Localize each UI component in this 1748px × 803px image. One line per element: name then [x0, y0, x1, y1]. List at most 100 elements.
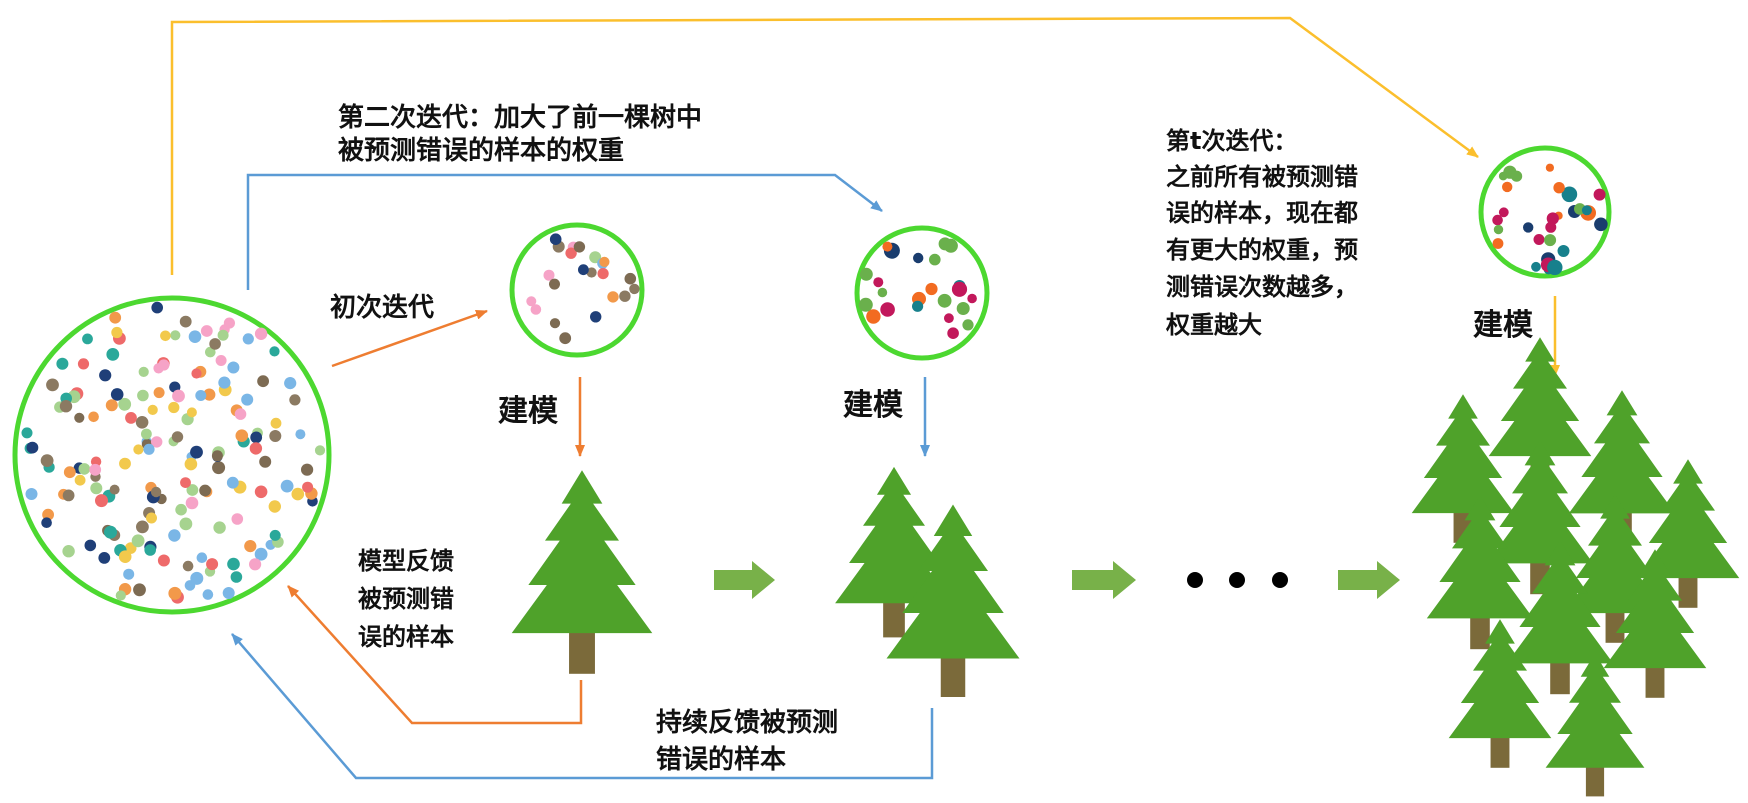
sample-dot	[956, 302, 970, 315]
sample-dot	[629, 283, 640, 295]
sample-dot	[1594, 217, 1608, 232]
sample-dot	[56, 357, 69, 370]
sample-dot	[195, 390, 207, 401]
forest-group	[1411, 337, 1740, 797]
sample-circle-second	[854, 225, 990, 361]
sample-dot	[133, 444, 144, 455]
sample-dot	[223, 317, 235, 329]
sample-dot	[289, 394, 301, 406]
sample-dot	[106, 348, 120, 361]
sample-dot	[168, 586, 182, 600]
sample-dot	[257, 375, 269, 388]
label-continuous-feedback-1: 持续反馈被预测	[656, 708, 839, 738]
sample-dot	[880, 302, 895, 317]
sample-dot	[866, 309, 881, 324]
sample-dot	[254, 547, 268, 561]
pine-tree-icon	[1411, 394, 1515, 543]
sample-dot	[967, 293, 977, 304]
pine-tree-icon	[886, 504, 1020, 697]
sample-dot	[549, 233, 562, 245]
sample-dot	[962, 319, 974, 331]
sample-dot	[314, 445, 326, 456]
sample-dot	[82, 333, 93, 345]
sample-dot	[624, 272, 637, 285]
sample-dot	[280, 479, 294, 493]
sample-dot	[21, 427, 33, 439]
sample-circle-initial	[509, 222, 645, 358]
sample-dot	[158, 359, 170, 371]
sample-dot	[179, 315, 192, 328]
orange-feedback-arrow	[287, 585, 583, 725]
sample-dot	[41, 517, 52, 528]
sample-dot	[1547, 259, 1563, 276]
sample-dot	[109, 311, 122, 324]
sample-dot	[151, 301, 163, 314]
sample-dot	[160, 330, 171, 342]
sample-dot	[937, 293, 952, 308]
block-arrow-3	[1338, 561, 1400, 599]
label-second-iteration-2: 被预测错误的样本的权重	[338, 136, 625, 166]
sample-dot	[947, 327, 959, 340]
sample-dot	[1593, 188, 1606, 201]
sample-dot	[118, 550, 132, 563]
sample-circle-t	[1478, 145, 1612, 279]
sample-dot	[209, 338, 221, 350]
sample-dot	[270, 417, 282, 429]
sample-dot	[607, 291, 619, 303]
sample-dot	[179, 517, 193, 531]
label-t-iteration-2: 误的样本，现在都	[1166, 199, 1358, 227]
sample-dot	[597, 268, 609, 280]
sample-dot	[150, 486, 162, 498]
sample-dot	[858, 297, 873, 312]
sample-dot	[202, 589, 214, 600]
sample-dot	[284, 377, 297, 390]
sample-dot	[590, 311, 602, 323]
sample-dot	[133, 583, 146, 597]
sample-dot	[186, 407, 197, 418]
sample-dot	[119, 457, 131, 470]
sample-dot	[143, 443, 155, 455]
sample-dot	[141, 428, 152, 440]
pine-tree-icon	[835, 466, 953, 638]
sample-dot	[269, 529, 281, 541]
orange-arrow-initial	[331, 309, 488, 368]
sample-dot	[912, 300, 924, 312]
sample-dot	[123, 568, 135, 580]
ellipsis-dots-icon	[1187, 572, 1288, 588]
sample-dot	[1545, 163, 1554, 172]
sample-dot	[217, 329, 229, 341]
sample-dot	[1561, 186, 1578, 203]
sample-dot	[196, 552, 208, 563]
sample-dot	[111, 326, 123, 339]
pine-tree-icon	[1636, 459, 1740, 608]
sample-dot	[138, 366, 149, 377]
sample-dot	[234, 408, 247, 420]
sample-dot	[40, 454, 54, 467]
sample-dot	[1581, 205, 1592, 216]
sample-dot	[98, 552, 111, 564]
sample-dot	[118, 397, 132, 411]
sample-dot	[77, 358, 90, 370]
sample-dot	[62, 545, 75, 558]
sample-dot	[135, 416, 149, 429]
sample-dot	[249, 442, 263, 455]
sample-dot	[95, 494, 108, 508]
block-arrow-2	[1072, 561, 1136, 599]
sample-dot	[74, 412, 85, 423]
pine-tree-icon	[1506, 540, 1614, 695]
sample-dot	[254, 327, 268, 340]
label-feedback-2: 被预测错	[358, 585, 454, 613]
sample-dot	[1531, 261, 1541, 272]
sample-dot	[913, 252, 924, 264]
sample-dot	[105, 399, 118, 412]
sample-dot	[222, 587, 235, 599]
pine-tree-icon	[1448, 619, 1552, 768]
label-feedback-1: 模型反馈	[358, 547, 454, 575]
sample-dot	[90, 482, 103, 495]
sample-dot	[943, 238, 958, 253]
sample-dot	[109, 484, 120, 495]
sample-dot	[136, 520, 149, 534]
label-feedback-3: 误的样本	[358, 623, 454, 651]
sample-dot	[573, 241, 586, 253]
